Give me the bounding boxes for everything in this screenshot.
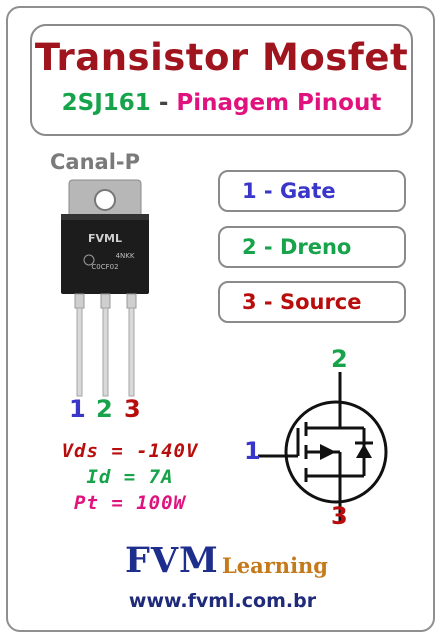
pinout-label: Pinagem Pinout: [176, 90, 382, 116]
title-box: Transistor Mosfet 2SJ161 - Pinagem Pinou…: [30, 24, 413, 136]
lead-number-2: 2: [96, 395, 113, 423]
symbol-drain-number: 2: [331, 345, 348, 373]
pin-drain-label: 2 - Dreno: [218, 226, 406, 268]
part-number: 2SJ161: [61, 90, 151, 116]
subtitle: 2SJ161 - Pinagem Pinout: [32, 90, 411, 116]
package-mark-line3: C0CF02: [91, 263, 118, 271]
package-brand-mark: FVML: [88, 232, 122, 245]
brand-logo-sub: Learning: [222, 553, 328, 578]
spec-pt: Pt = 100W: [74, 492, 186, 514]
spec-vds: Vds = -140V: [61, 440, 199, 462]
lead-number-3: 3: [124, 395, 141, 423]
website-url[interactable]: www.fvml.com.br: [128, 590, 317, 612]
brand-logo-main: FVM: [125, 540, 219, 581]
pin-source-label: 3 - Source: [218, 281, 406, 323]
transistor-package-image: FVML 4NKK C0CF02: [61, 179, 149, 397]
spec-id: Id = 7A: [86, 466, 174, 488]
page-title: Transistor Mosfet: [34, 36, 409, 79]
symbol-gate-number: 1: [244, 437, 261, 465]
mosfet-symbol: [258, 372, 388, 522]
package-mark-line2: 4NKK: [116, 252, 135, 260]
pin-gate-label: 1 - Gate: [218, 170, 406, 212]
symbol-source-number: 3: [331, 502, 348, 530]
lead-number-1: 1: [69, 395, 86, 423]
subtitle-dash: -: [158, 90, 169, 116]
channel-label: Canal-P: [50, 150, 141, 174]
